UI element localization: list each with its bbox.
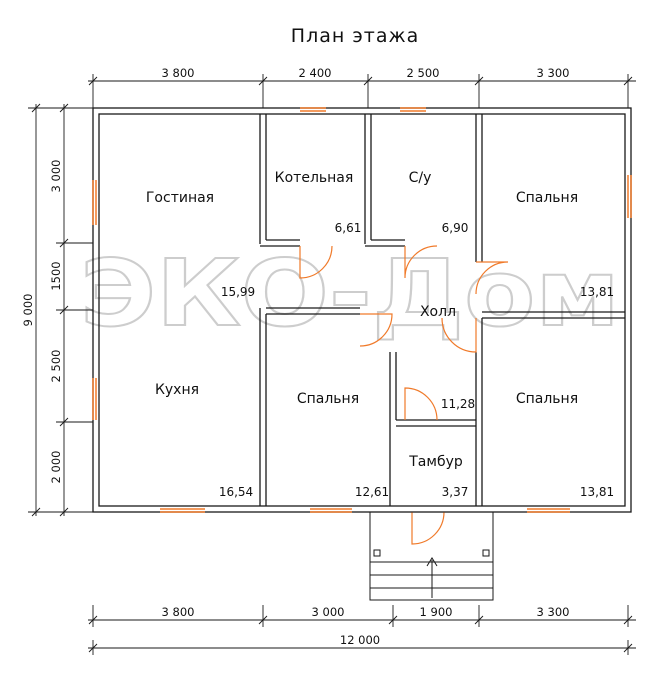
dim-bottom-2: 3 000 (312, 605, 345, 619)
room-name-hall: Холл (420, 304, 456, 320)
dim-left-1: 3 000 (49, 160, 63, 193)
room-name-living: Гостиная (146, 190, 214, 206)
room-area-wc: 6,90 (442, 221, 469, 235)
dim-top-1: 3 800 (162, 66, 195, 80)
door-hall (404, 387, 438, 421)
door-entrance (411, 511, 445, 545)
room-name-vestibule: Тамбур (408, 454, 463, 470)
dimension-lines (28, 74, 636, 655)
room-area-living: 15,99 (221, 285, 255, 299)
room-name-kitchen: Кухня (155, 382, 199, 398)
plan-title: План этажа (291, 25, 419, 47)
dim-bottom-3: 1 900 (420, 605, 453, 619)
room-area-vestibule: 3,37 (442, 485, 469, 499)
room-area-kitchen: 16,54 (219, 485, 253, 499)
room-area-bedroom-top-right: 13,81 (580, 285, 614, 299)
windows (92, 107, 632, 513)
dimension-labels: 3 800 2 400 2 500 3 300 3 800 3 000 1 90… (21, 66, 569, 647)
dim-bottom-4: 3 300 (537, 605, 570, 619)
door-bed-tr (475, 261, 509, 295)
outer-wall-inner-line (98, 113, 626, 507)
dim-total-height: 9 000 (21, 294, 35, 327)
dim-total-width: 12 000 (340, 633, 380, 647)
room-name-bedroom-middle: Спальня (297, 391, 359, 407)
dim-left-2: 1500 (49, 261, 63, 290)
room-area-hall: 11,28 (441, 397, 475, 411)
room-labels: Гостиная 15,99 Котельная 6,61 С/у 6,90 С… (146, 170, 614, 499)
dim-left-3: 2 500 (49, 350, 63, 383)
dim-top-4: 3 300 (537, 66, 570, 80)
dim-top-2: 2 400 (299, 66, 332, 80)
doors (299, 245, 509, 545)
dim-top-3: 2 500 (407, 66, 440, 80)
room-area-boiler: 6,61 (335, 221, 362, 235)
room-name-bedroom-bottom-right: Спальня (516, 391, 578, 407)
room-area-bedroom-middle: 12,61 (355, 485, 389, 499)
dim-bottom-1: 3 800 (162, 605, 195, 619)
room-name-boiler: Котельная (275, 170, 354, 186)
porch-steps (369, 511, 494, 601)
walls (92, 107, 632, 513)
door-boiler (299, 245, 333, 279)
room-area-bedroom-bottom-right: 13,81 (580, 485, 614, 499)
door-bed-br (441, 317, 477, 353)
room-name-wc: С/у (409, 170, 432, 186)
door-bed-mid (359, 313, 393, 347)
room-name-bedroom-top-right: Спальня (516, 190, 578, 206)
door-wc (404, 245, 438, 279)
dim-left-4: 2 000 (49, 451, 63, 484)
watermark-logo: ЭКО-Дом (80, 240, 620, 347)
